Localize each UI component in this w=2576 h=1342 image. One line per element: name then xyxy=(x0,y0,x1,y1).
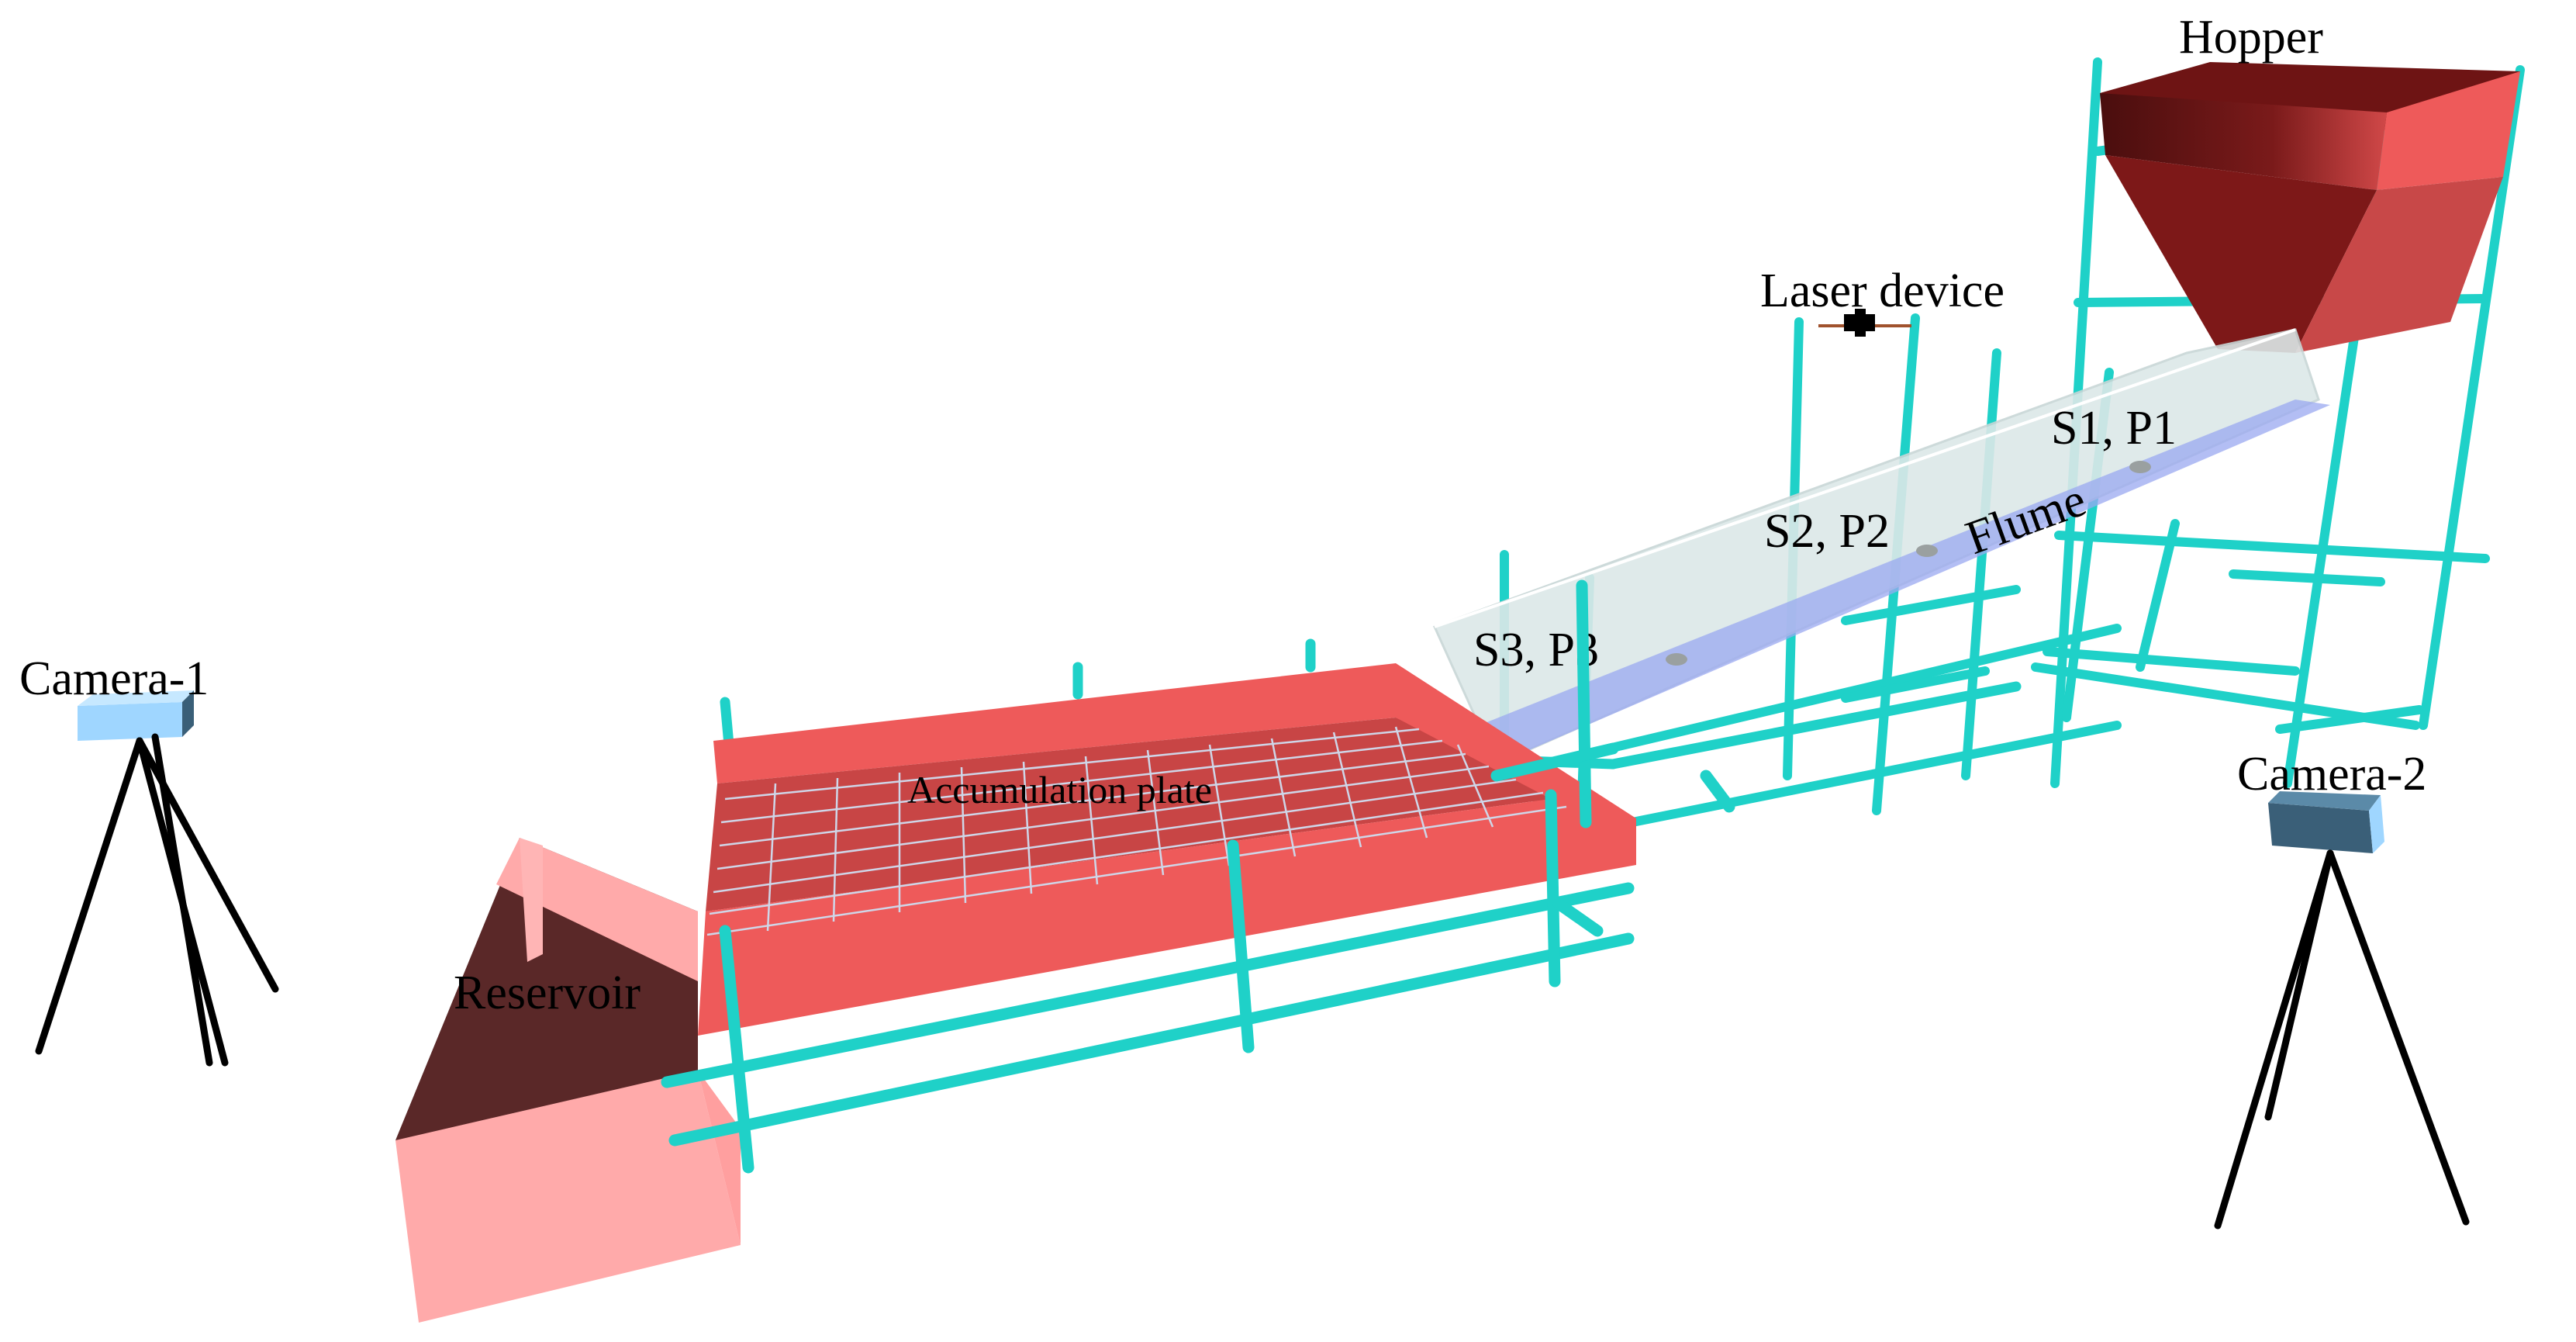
reservoir-label: Reservoir xyxy=(454,967,641,1019)
accumulation-plate xyxy=(698,663,1636,1036)
accumulation-plate-label: Accumulation plate xyxy=(907,768,1212,811)
camera-2 xyxy=(2214,791,2470,1230)
hopper xyxy=(2100,62,2520,353)
hopper-label: Hopper xyxy=(2179,11,2323,64)
reservoir xyxy=(395,838,741,1323)
flume xyxy=(1432,328,2330,766)
plate-grid xyxy=(706,726,1567,936)
sensor-s1 xyxy=(2129,461,2151,473)
camera-2-label: Camera-2 xyxy=(2237,748,2426,801)
scaffold-front xyxy=(661,579,1735,1174)
s2-p2-label: S2, P2 xyxy=(1764,505,1890,558)
camera-1-label: Camera-1 xyxy=(19,652,209,705)
sensor-s3 xyxy=(1666,653,1687,666)
s1-p1-label: S1, P1 xyxy=(2051,402,2177,455)
laser-device xyxy=(1818,309,1911,337)
sensor-s2 xyxy=(1916,545,1938,557)
laser-device-label: Laser device xyxy=(1760,265,2005,317)
camera-1 xyxy=(35,690,279,1067)
